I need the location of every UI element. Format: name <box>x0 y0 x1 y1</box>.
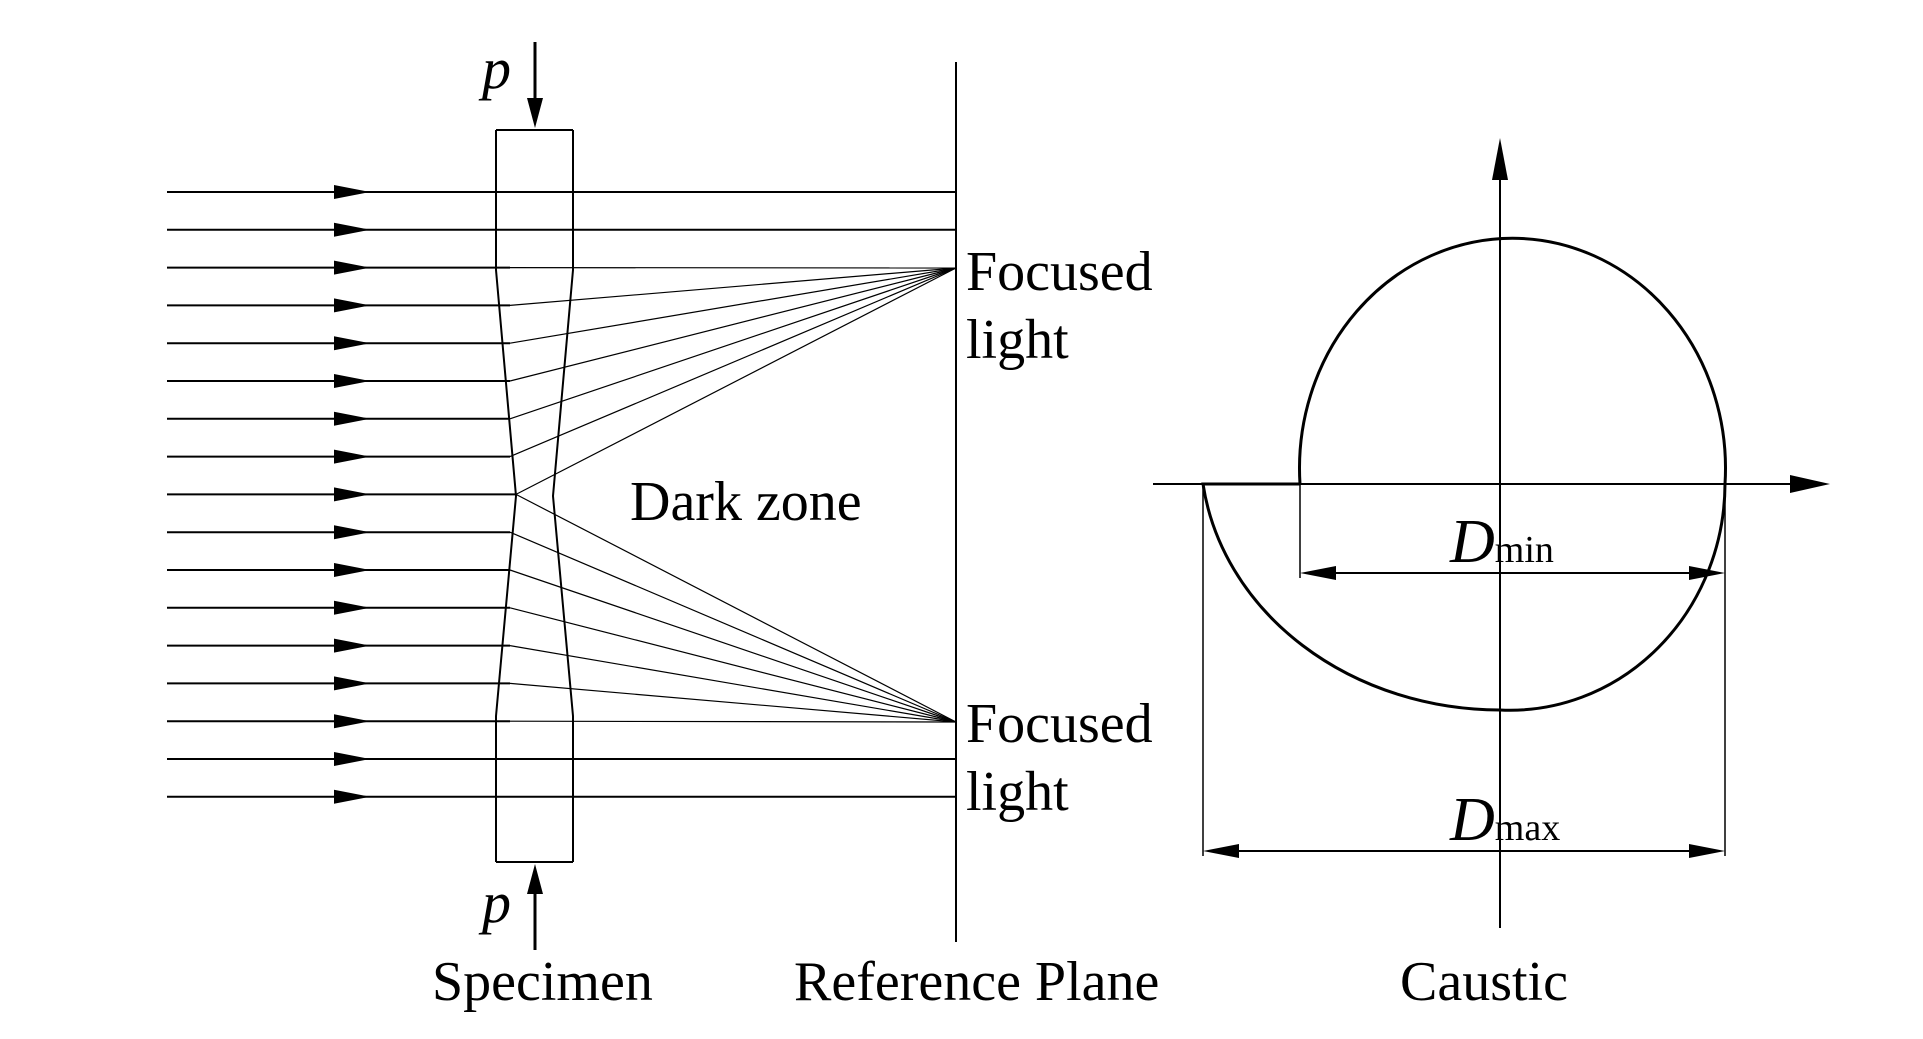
ray-arrowhead <box>334 336 370 351</box>
ray-arrowhead <box>334 525 370 540</box>
ray-arrowhead <box>334 752 370 766</box>
focused-light-top-line1: Focused <box>966 241 1153 303</box>
vertical-axis-arrowhead <box>1492 138 1508 180</box>
load-arrow-top <box>527 42 543 128</box>
dmin-label: Dmin <box>1449 508 1554 576</box>
ray-arrowhead <box>334 714 370 729</box>
ray-arrowhead <box>334 222 370 237</box>
refracted-ray <box>509 267 957 344</box>
dmax-dimension <box>1203 844 1725 858</box>
dark-zone-label: Dark zone <box>630 471 862 533</box>
refracted-ray <box>509 267 957 382</box>
refracted-ray <box>509 607 957 723</box>
specimen-right-edge <box>551 130 574 862</box>
ray-arrowhead <box>334 676 370 691</box>
focused-light-bottom-line1: Focused <box>966 693 1153 755</box>
specimen-left-edge <box>495 130 518 862</box>
ray-arrowheads <box>334 185 370 804</box>
reference-plane-label: Reference Plane <box>794 951 1159 1013</box>
ray-arrowhead <box>334 260 370 275</box>
ray-arrowhead <box>334 638 370 653</box>
refracted-ray <box>509 720 957 723</box>
caustic-label: Caustic <box>1400 951 1568 1013</box>
specimen-label: Specimen <box>432 951 653 1013</box>
ray-arrowhead <box>334 563 370 577</box>
caustic-curve <box>1201 236 1727 712</box>
horizontal-axis-arrowhead <box>1790 475 1830 493</box>
ray-arrowhead <box>334 185 370 199</box>
ray-arrowhead <box>334 487 370 502</box>
dmax-label: Dmax <box>1449 786 1560 854</box>
refracted-ray <box>509 267 957 458</box>
load-label-bottom: p <box>478 870 511 935</box>
dmin-dimension <box>1300 566 1725 580</box>
refracted-ray <box>509 569 957 723</box>
focused-light-top-line2: light <box>966 309 1069 371</box>
refracted-ray <box>509 645 957 723</box>
refracted-ray <box>515 493 957 723</box>
load-label-top: p <box>478 36 511 101</box>
refracted-rays <box>509 267 957 723</box>
dimension-extension-lines <box>1202 484 1726 856</box>
focused-light-bottom-line2: light <box>966 761 1069 823</box>
ray-arrowhead <box>334 374 370 388</box>
specimen <box>495 129 574 863</box>
ray-arrowhead <box>334 789 370 804</box>
refracted-ray <box>509 267 957 420</box>
refracted-ray <box>509 267 957 306</box>
refracted-ray <box>509 531 957 723</box>
load-arrow-bottom <box>527 864 543 950</box>
ray-arrowhead <box>334 411 370 426</box>
refracted-ray <box>509 682 957 723</box>
ray-arrowhead <box>334 600 370 615</box>
ray-arrowhead <box>334 449 370 464</box>
ray-arrowhead <box>334 298 370 313</box>
refracted-ray <box>515 267 957 495</box>
